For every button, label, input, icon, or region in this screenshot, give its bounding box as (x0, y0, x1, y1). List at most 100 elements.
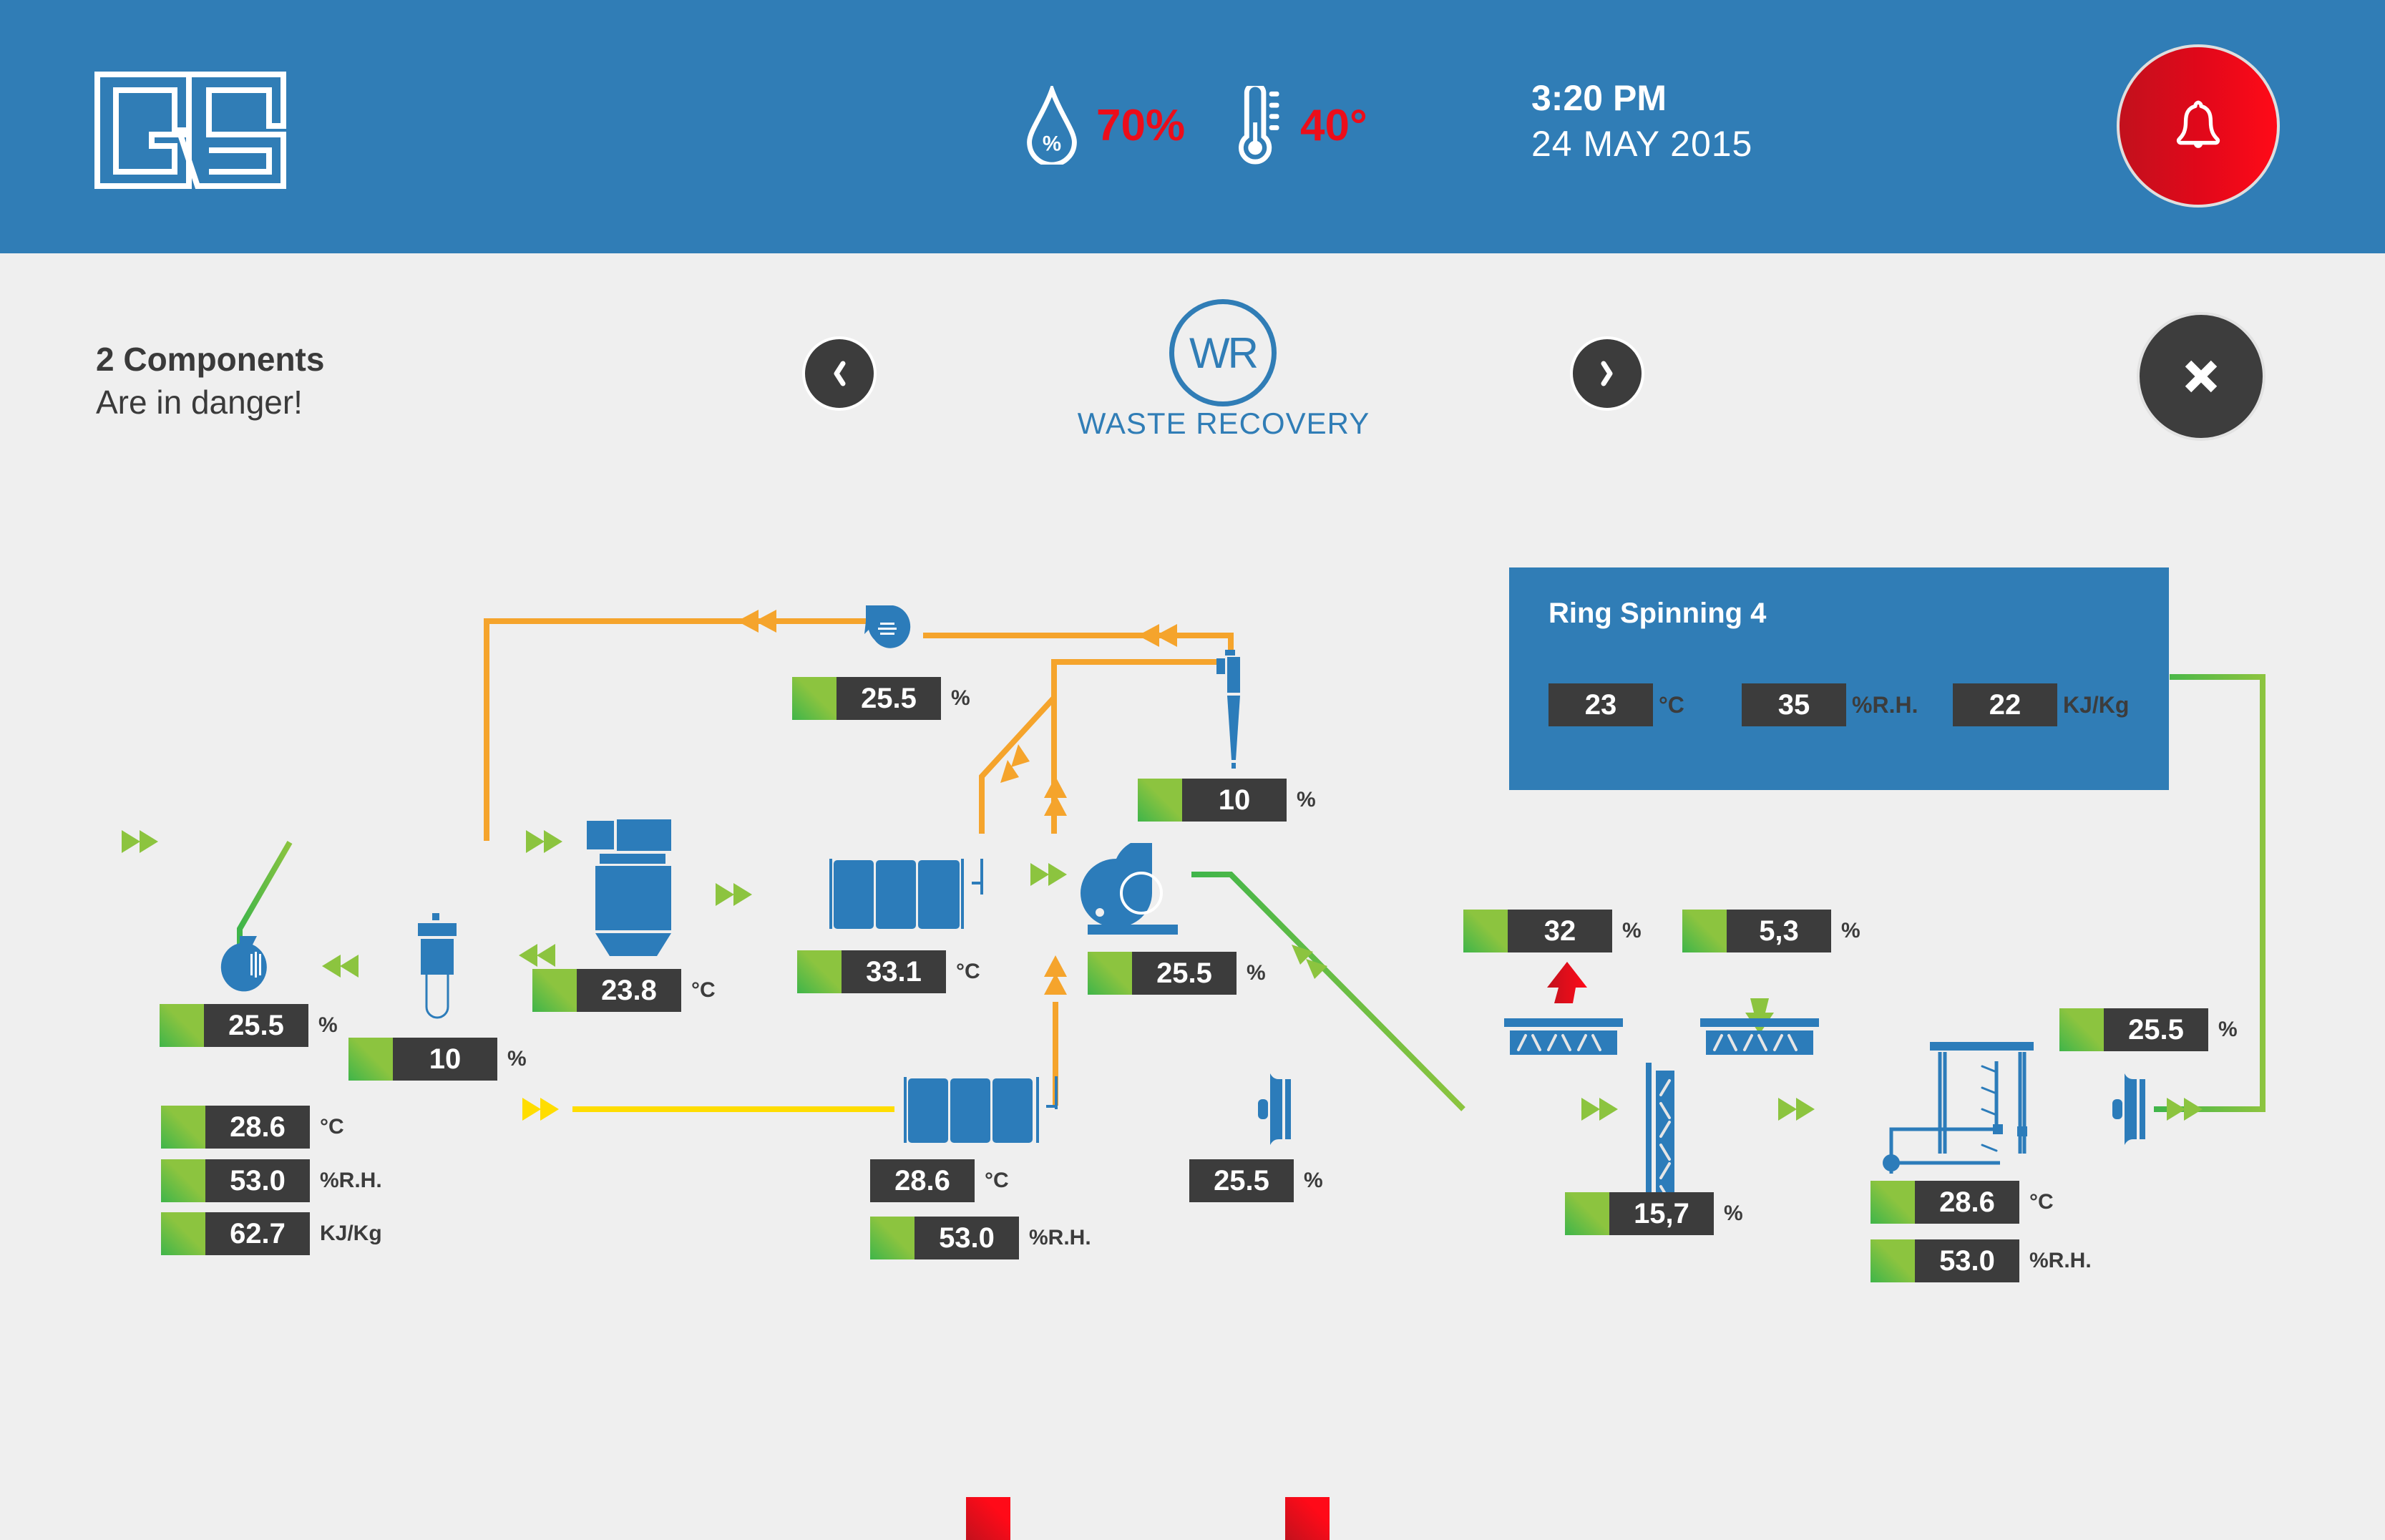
panel-enthalpy: 22 KJ/Kg (1953, 683, 2129, 726)
previous-section-button[interactable] (802, 336, 877, 411)
status-indicator (161, 1212, 205, 1255)
gauge-unit: KJ/Kg (320, 1222, 382, 1245)
gauge-filter-unit: 23.8 °C (532, 969, 716, 1012)
gauge-small-filter: 10 % (348, 1038, 527, 1081)
current-date: 24 MAY 2015 (1531, 124, 1753, 164)
gauge-value: 28.6 (1915, 1181, 2019, 1224)
status-indicator (1871, 1181, 1915, 1224)
gauge-heater-lower-temp: 28.6 °C (870, 1159, 1010, 1540)
panel-title: Ring Spinning 4 (1548, 598, 1767, 629)
arrow-up-icon (1044, 776, 1067, 816)
gauge-unit: %R.H. (1029, 1226, 1091, 1249)
gauge-exhaust-damper: 32 % (1463, 910, 1642, 952)
gauge-supply-fan: 25.5 % (2059, 1008, 2238, 1051)
humidity-value: 70% (1096, 100, 1186, 150)
arrow-diagonal-icon (1000, 744, 1030, 783)
next-section-button[interactable] (1570, 336, 1644, 411)
close-button[interactable] (2137, 312, 2265, 441)
gauge-unit: %R.H. (320, 1169, 382, 1192)
gauge-washer-temp: 28.6 °C (1871, 1181, 2054, 1224)
arrow-right-icon (1778, 1098, 1815, 1121)
status-indicator (532, 969, 577, 1012)
humidity-readout: % 70% (1023, 79, 1185, 172)
gauge-heater-lower-rh: 53.0 %R.H. (870, 1217, 1091, 1259)
gauge-value: 15,7 (1609, 1192, 1714, 1235)
danger-summary: 2 Components Are in danger! (96, 338, 324, 424)
gauge-unit: % (1297, 788, 1316, 812)
gauge-return-fan: 25.5 % (792, 677, 970, 720)
gs-logo (94, 72, 286, 189)
arrow-diagonal-icon (1292, 945, 1327, 979)
alarm-button[interactable] (2117, 44, 2280, 208)
gauge-value: 62.7 (205, 1212, 310, 1255)
air-washer-icon (1889, 1042, 2034, 1174)
status-indicator (870, 1217, 915, 1259)
danger-message: Are in danger! (96, 384, 303, 421)
chevron-left-icon (834, 361, 846, 386)
supply-air-arrows (122, 830, 2203, 1121)
danger-count: 2 Components (96, 341, 325, 378)
gauge-inlet-temp: 28.6 °C (161, 1106, 344, 1149)
close-icon (2185, 360, 2218, 393)
status-indicator (797, 950, 842, 993)
arrow-right-icon (1030, 863, 1067, 886)
arrow-left-icon (1138, 624, 1177, 647)
mixing-damper-icon (1646, 1063, 1674, 1202)
gauge-axial-fan: 25.5 % (1189, 1159, 1330, 1540)
arrow-right-icon (122, 830, 158, 853)
gauge-unit: °C (691, 978, 716, 1002)
gauge-inlet-enthalpy: 62.7 KJ/Kg (161, 1212, 382, 1255)
cyclone-icon (1216, 650, 1240, 769)
ring-spinning-panel[interactable]: Ring Spinning 4 23 °C 35 %R.H. 22 KJ/Kg (1509, 567, 2169, 790)
gauge-cyclone: 10 % (1138, 779, 1316, 822)
gauge-unit: % (1304, 1169, 1323, 1192)
supply-fan-icon (2112, 1073, 2145, 1145)
status-indicator (2059, 1008, 2104, 1051)
gauge-unit: % (507, 1047, 527, 1071)
gauge-unit: °C (320, 1115, 344, 1139)
gauge-unit: % (1841, 919, 1860, 942)
arrow-right-icon (522, 1098, 559, 1121)
gauge-unit: °C (956, 960, 980, 983)
status-indicator-danger (966, 1497, 1010, 1540)
arrow-right-icon (2167, 1098, 2203, 1121)
arrow-left-icon (737, 610, 776, 633)
gauge-mixing-damper: 15,7 % (1565, 1192, 1743, 1235)
bell-icon (2176, 100, 2220, 148)
gauge-value: 32 (1508, 910, 1612, 952)
arrow-left-icon (519, 944, 555, 967)
gauge-washer-rh: 53.0 %R.H. (1871, 1239, 2092, 1282)
humidity-drop-icon: % (1027, 86, 1077, 165)
gauge-value: 5,3 (1727, 910, 1831, 952)
gauge-inlet-rh: 53.0 %R.H. (161, 1159, 382, 1202)
gauge-heater-upper: 33.1 °C (797, 950, 980, 993)
gauge-unit: % (951, 686, 970, 710)
status-indicator (1138, 779, 1182, 822)
status-indicator (1565, 1192, 1609, 1235)
section-badge: WR (1169, 299, 1277, 406)
top-bar: % 70% 40° 3:20 PM 24 MAY 2015 (0, 0, 2385, 253)
arrow-left-icon (322, 955, 359, 978)
left-fan-icon (220, 936, 267, 992)
heater-lower-icon (904, 1076, 1058, 1143)
axial-fan-icon (1258, 1073, 1291, 1145)
chevron-right-icon (1601, 361, 1613, 386)
temperature-readout: 40° (1234, 79, 1367, 172)
gauge-value: 53.0 (915, 1217, 1019, 1259)
filter-unit-icon (587, 819, 671, 956)
pump-icon (1883, 1154, 1900, 1171)
main-fan-icon (1081, 843, 1178, 935)
gauge-value: 25.5 (1189, 1159, 1294, 1202)
thermometer-icon (1239, 86, 1279, 165)
status-indicator (1088, 952, 1132, 995)
gauge-value: 28.6 (205, 1106, 310, 1149)
gauge-value: 25.5 (837, 677, 941, 720)
gauge-unit: %R.H. (2029, 1249, 2092, 1272)
gauge-unit: % (1622, 919, 1642, 942)
panel-value: 22 (1953, 683, 2057, 726)
status-indicator (161, 1106, 205, 1149)
status-indicator (160, 1004, 204, 1047)
small-filter-icon (418, 913, 457, 1019)
section-title: WASTE RECOVERY (1077, 406, 1370, 440)
panel-unit: KJ/Kg (2063, 691, 2130, 718)
